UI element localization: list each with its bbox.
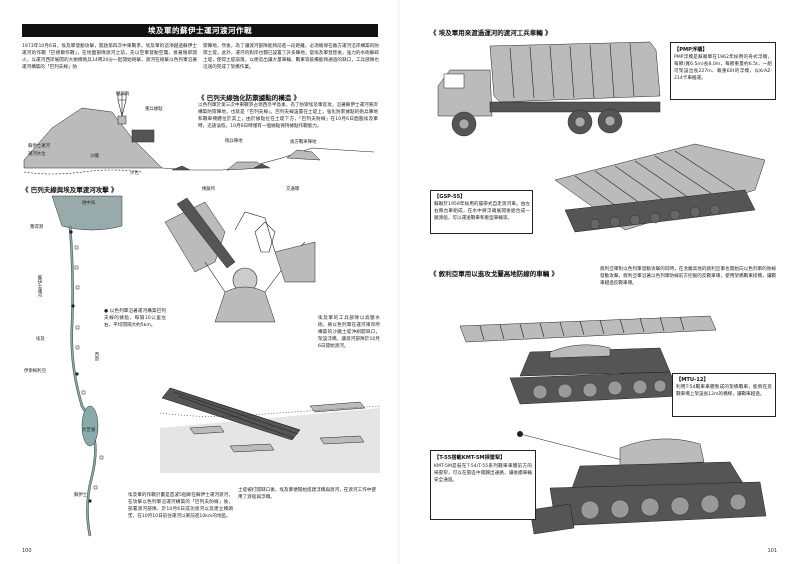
map-label-sinai: 西奈 — [94, 352, 99, 361]
mtu12-info-box — [672, 373, 776, 417]
suez-canal-map — [51, 195, 123, 537]
left-page: 埃及軍的蘇伊士運河渡河作戰 1973年10月6日，埃及軍發動攻擊，開啟第四次中東… — [22, 24, 381, 554]
barlev-heading: 《 巴列夫線強化防禦據點的構造 》 — [198, 94, 301, 102]
soldier-caption: 埃及軍的工兵部隊以高壓水砲，將以色列軍在運河東岸所構築的沙牆土堤沖刷開缺口，架設… — [318, 316, 380, 349]
pmp-title: 【PMP浮橋】 — [674, 47, 708, 53]
engineer-vehicles-heading: 《 埃及軍用來渡過運河的渡河工兵車輛 》 — [430, 29, 552, 37]
map-label-mediterranean: 地中海 — [82, 201, 96, 206]
intro-text-left: 1973年10月6日，埃及軍發動攻擊，開啟第四次中東戰爭。埃及軍的這項越過蘇伊士… — [22, 44, 197, 70]
map-label-port-said: 塞得港 — [30, 225, 44, 230]
t55-info-box — [430, 450, 536, 520]
label-canal-section: 蘇伊士運河 — [28, 144, 50, 149]
gsp55-title: 【GSP-55】 — [434, 194, 466, 200]
label-strongpoint: 重兵據點 — [145, 107, 163, 112]
pmp-info-box — [670, 42, 776, 100]
map-label-suez: 蘇伊士 — [74, 493, 88, 498]
label-bunker: 掩蔽所 — [202, 187, 216, 192]
page-gutter — [398, 0, 401, 564]
label-sand-wall: 沙牆 — [90, 154, 99, 159]
pmp-text: PMP浮橋是蘇聯軍在1962年採用的舟式浮橋，每節(寬6.5m)長8.0m，每節… — [674, 55, 772, 81]
intro-text-right: 禦陣地，然後，為了讓渡河部隊能夠前進一段距離，必須確保在敵方運河沿岸構築的防禦土… — [203, 44, 379, 70]
label-water-level: 運河水位 — [28, 152, 46, 157]
t55-title: 【T-55搭載KMT-5M掃雷犁】 — [434, 455, 506, 461]
label-observation: 觀測哨 — [116, 92, 130, 97]
egyptian-soldier-illustration — [164, 197, 316, 323]
attack-heading: 《 巴列夫線與埃及軍渡河攻擊 》 — [22, 186, 118, 194]
t55-text: KMT-5M是裝在T-54/T-55系列戰車車體前方的掃雷犁，可以在雷區中開闢出… — [434, 464, 532, 483]
label-trench: 交通壕 — [286, 187, 300, 192]
mtu12-illustration — [459, 315, 717, 405]
map-label-bitter-lake: 大苦湖 — [82, 428, 96, 433]
label-sandbag: 沙包 — [130, 171, 139, 176]
label-rear-tank: 後方戰車陣地 — [290, 140, 317, 145]
bridge-caption: 埃及軍的作戰計畫是首波5個師在蘇伊士運河渡河，在攻擊以色列軍沿運河構築的「巴列夫… — [128, 493, 233, 519]
map-label-canal: 蘇伊士運河 — [37, 275, 42, 297]
pmp-truck-illustration — [437, 41, 661, 137]
t55-kmt5m-illustration — [517, 431, 767, 535]
page-title: 埃及軍的蘇伊士運河渡河作戰 — [22, 24, 378, 37]
mtu12-text: 利用T-54戰車車體製成的架橋戰車，能夠在反戰車壕上架設長12m的橋樑，讓戰車越… — [676, 385, 772, 397]
map-label-egypt: 埃及 — [36, 337, 45, 342]
map-caption: ● 以色列軍沿著運河構築巴列夫線的據點，每隔10公里左右，平均間隔大約5km。 — [104, 309, 166, 328]
barlev-cross-section-diagram — [23, 93, 375, 175]
gsp55-illustration — [554, 143, 766, 233]
page-number-right: 101 — [767, 548, 777, 554]
page-number-left: 100 — [22, 548, 32, 554]
barlev-text: 以色列軍於第三次中東戰爭占領西奈半島後，為了防禦埃及軍反攻，沿著蘇伊士運河東岸構… — [198, 103, 378, 129]
ferry-caption: 土堤被打開缺口後，埃及軍便開始搭建浮橋與渡河，在渡河工作中使用了渡船與浮橋。 — [238, 488, 376, 500]
gsp55-info-box — [430, 190, 533, 234]
syria-text: 敘利亞軍對以色列軍發動攻擊的同時，在戈蘭高地的敘利亞軍也開始向以色列軍的防線發動… — [600, 267, 776, 286]
syrian-vehicles-heading: 《 敘利亞軍用以進攻戈蘭高地防線的車輛 》 — [430, 270, 559, 278]
gsp55-text: 蘇聯於1959年採用的履帶式自走渡河車。由左右兩台車組成，在水中將浮箱展開後組合… — [434, 202, 530, 221]
label-artillery: 砲兵陣地 — [225, 139, 243, 144]
pontoon-bridge-illustration — [159, 387, 381, 473]
mtu12-title: 【MTU-12】 — [676, 377, 709, 383]
map-label-ismailia: 伊斯梅利亞 — [24, 369, 46, 374]
right-page: 《 埃及軍用來渡過運河的渡河工兵車輛 》 【PMP浮橋】 PMP浮橋是蘇聯軍在1… — [400, 0, 799, 564]
